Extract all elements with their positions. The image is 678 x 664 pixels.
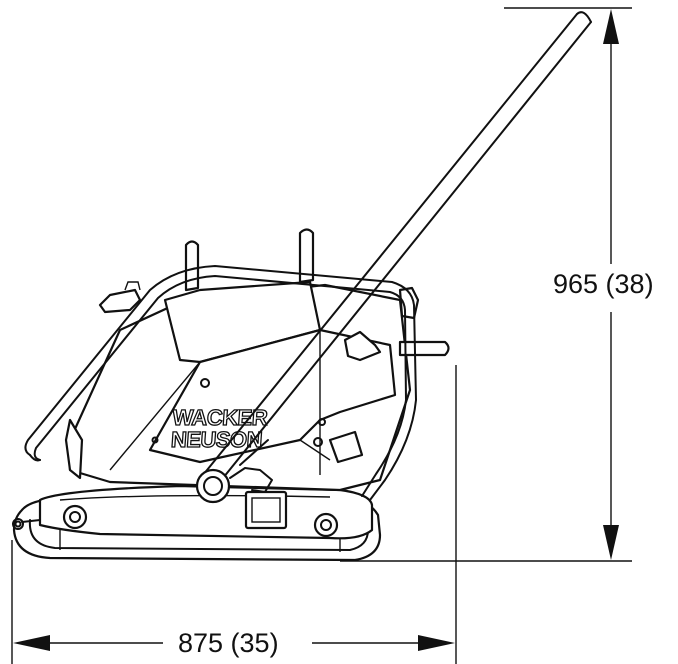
control-box: [328, 430, 364, 464]
protective-frame: [24, 265, 417, 501]
arrow-right: [418, 635, 455, 651]
throttle-lever: [343, 330, 382, 362]
lift-lug-left: [184, 240, 200, 292]
arrow-down: [603, 525, 619, 560]
lift-lug-right: [298, 228, 315, 284]
handle-pivot: [195, 468, 231, 504]
bolt-left: [62, 504, 88, 530]
engine-cover: [64, 228, 450, 492]
length-dimension-label: 875 (35): [178, 628, 279, 658]
brand-line-2: NEUSON: [170, 427, 263, 452]
arrow-up: [603, 9, 619, 44]
brand-line-1: WACKER: [172, 405, 269, 430]
exciter-housing: [38, 484, 374, 540]
height-dimension-label: 965 (38): [553, 269, 654, 299]
filler-cap: [98, 288, 142, 314]
arrow-left: [13, 635, 50, 651]
front-hook: [12, 518, 41, 530]
dimension-length: 875 (35): [11, 365, 457, 664]
guide-handle: [195, 11, 592, 504]
dimension-height: 965 (38): [340, 7, 654, 562]
bolt-right: [313, 512, 339, 538]
exhaust-stub: [398, 340, 450, 357]
